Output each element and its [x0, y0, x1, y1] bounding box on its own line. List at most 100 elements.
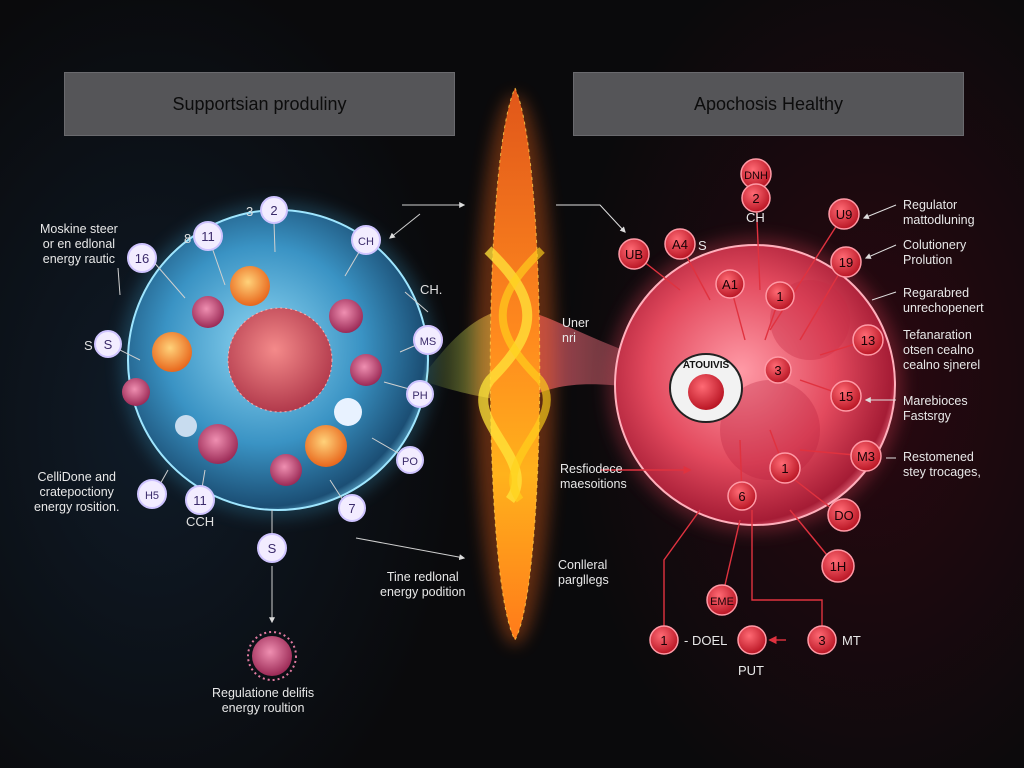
left-node-ms-text: MS	[420, 336, 437, 348]
tag-8: 8	[184, 231, 191, 246]
virus-icon	[247, 631, 297, 681]
label-restomened: Restomened stey trocages,	[903, 450, 981, 480]
right-node-texts: DNH 2 U9 19 UB A4 A1 1 13 3 15 M3 1 6 DO…	[625, 170, 875, 648]
left-node-2-text: 2	[270, 203, 277, 218]
right-node-u9-text: U9	[836, 207, 853, 222]
title-left: Supportsian produliny	[64, 72, 455, 136]
right-tag-doel: - DOEL	[684, 633, 727, 648]
label-tefanaration-line1: Tefanaration	[903, 328, 972, 342]
center-badge-text: ATOUIVIS	[683, 360, 730, 371]
tag-cch: CCH	[186, 514, 214, 529]
right-node-eme	[706, 584, 738, 616]
right-node-do	[827, 498, 861, 532]
right-node-1-top	[765, 281, 795, 311]
right-node-u9	[828, 198, 860, 230]
tag-ch-dot: CH.	[420, 282, 442, 297]
label-regarabred-line1: Regarabred	[903, 286, 970, 300]
left-node-h5-text: H5	[145, 490, 159, 502]
right-node-13-text: 13	[861, 333, 875, 348]
dna-helix-icon	[475, 86, 555, 645]
right-node-m3-text: M3	[857, 449, 875, 464]
label-uner-line1: Uner	[562, 316, 590, 330]
label-regulator-line1: Regulator	[903, 198, 958, 212]
title-left-text: Supportsian produliny	[172, 93, 347, 114]
right-node-2-text: 2	[752, 191, 759, 206]
right-node-m3	[850, 440, 882, 472]
label-moskine-line2: or en edlonal	[42, 237, 116, 251]
tag-3: 3	[246, 204, 253, 219]
left-node-ms	[413, 325, 443, 355]
right-node-3	[764, 356, 792, 384]
right-nodes	[618, 158, 884, 655]
label-resfiodece-line1: Resfiodece	[560, 462, 623, 476]
label-regarabred: Regarabred unrechopenert	[903, 286, 984, 316]
left-node-7-text: 7	[348, 501, 355, 516]
label-colutionery: Colutionery Prolution	[903, 238, 966, 268]
right-node-6-text: 6	[738, 489, 745, 504]
right-node-1mid-text: 1	[781, 461, 788, 476]
left-node-po	[396, 446, 424, 474]
right-node-3-bottom	[807, 625, 837, 655]
right-node-a1-text: A1	[722, 277, 738, 292]
label-restomened-line1: Restomened	[903, 450, 974, 464]
label-cellidone-line2: cratepoctiony	[39, 485, 114, 499]
label-marebioces-line1: Marebioces	[903, 394, 968, 408]
label-regulator: Regulator mattodluning	[903, 198, 975, 228]
title-right-text: Apochosis Healthy	[693, 93, 844, 114]
right-node-1h-text: 1H	[830, 559, 847, 574]
label-regulation-line2: energy roultion	[221, 701, 305, 715]
right-node-3-text: 3	[774, 363, 781, 378]
right-tag-s: S	[698, 238, 707, 253]
left-node-ch	[351, 225, 381, 255]
right-node-15-text: 15	[839, 389, 853, 404]
label-uner: Uner nri	[562, 316, 589, 346]
right-small-tags: CH S - DOEL MT PUT	[684, 210, 861, 678]
nucleus	[228, 308, 332, 412]
right-node-ub-text: UB	[625, 247, 643, 262]
left-node-ch-text: CH	[358, 236, 374, 248]
right-node-19-text: 19	[839, 255, 853, 270]
right-node-13	[852, 324, 884, 356]
right-node-a4-text: A4	[672, 237, 688, 252]
right-node-a4	[664, 228, 696, 260]
label-resfiodece-line2: maesoitions	[560, 477, 627, 491]
left-node-sbot-text: S	[268, 541, 277, 556]
left-node-ph	[406, 380, 434, 408]
right-tag-mt: MT	[842, 633, 861, 648]
label-cellidone: CelliDone and cratepoctiony energy rosit…	[34, 470, 119, 515]
left-node-s-left	[94, 330, 122, 358]
label-colutionery-line1: Colutionery	[903, 238, 967, 252]
left-node-7	[338, 494, 366, 522]
label-restomened-line2: stey trocages,	[903, 465, 981, 479]
label-regulator-line2: mattodluning	[903, 213, 975, 227]
label-tine-line2: energy podition	[380, 585, 466, 599]
right-node-19	[830, 246, 862, 278]
label-cellidone-line3: energy rosition.	[34, 500, 120, 514]
title-right: Apochosis Healthy	[573, 72, 964, 136]
label-tefanaration-line2: otsen cealno	[903, 343, 974, 357]
right-node-put	[737, 625, 767, 655]
label-tine: Tine redlonal energy podition	[380, 570, 465, 600]
right-node-15	[830, 380, 862, 412]
tag-s2: S	[84, 338, 93, 353]
label-regulation: Regulatione delifis energy roultion	[212, 686, 314, 716]
right-node-ub	[618, 238, 650, 270]
left-node-16-text: 16	[135, 251, 149, 266]
left-node-11b	[185, 485, 215, 515]
right-node-do-text: DO	[834, 508, 854, 523]
left-nodes	[94, 196, 443, 563]
right-node-1-mid	[769, 452, 801, 484]
right-node-3bot-text: 3	[818, 633, 825, 648]
label-marebioces: Marebioces Fastsrgy	[903, 394, 968, 424]
left-node-2	[260, 196, 288, 224]
left-node-s-bottom	[257, 533, 287, 563]
center-badge: ATOUIVIS	[669, 353, 743, 423]
label-moskine: Moskine steer or en edlonal energy rauti…	[40, 222, 118, 267]
left-node-po-text: PO	[402, 456, 418, 468]
left-node-11a	[193, 221, 223, 251]
right-node-a1	[715, 269, 745, 299]
label-regarabred-line2: unrechopenert	[903, 301, 984, 315]
left-node-ph-text: PH	[412, 390, 427, 402]
left-node-11b-text: 11	[193, 493, 207, 508]
right-node-2	[741, 183, 771, 213]
